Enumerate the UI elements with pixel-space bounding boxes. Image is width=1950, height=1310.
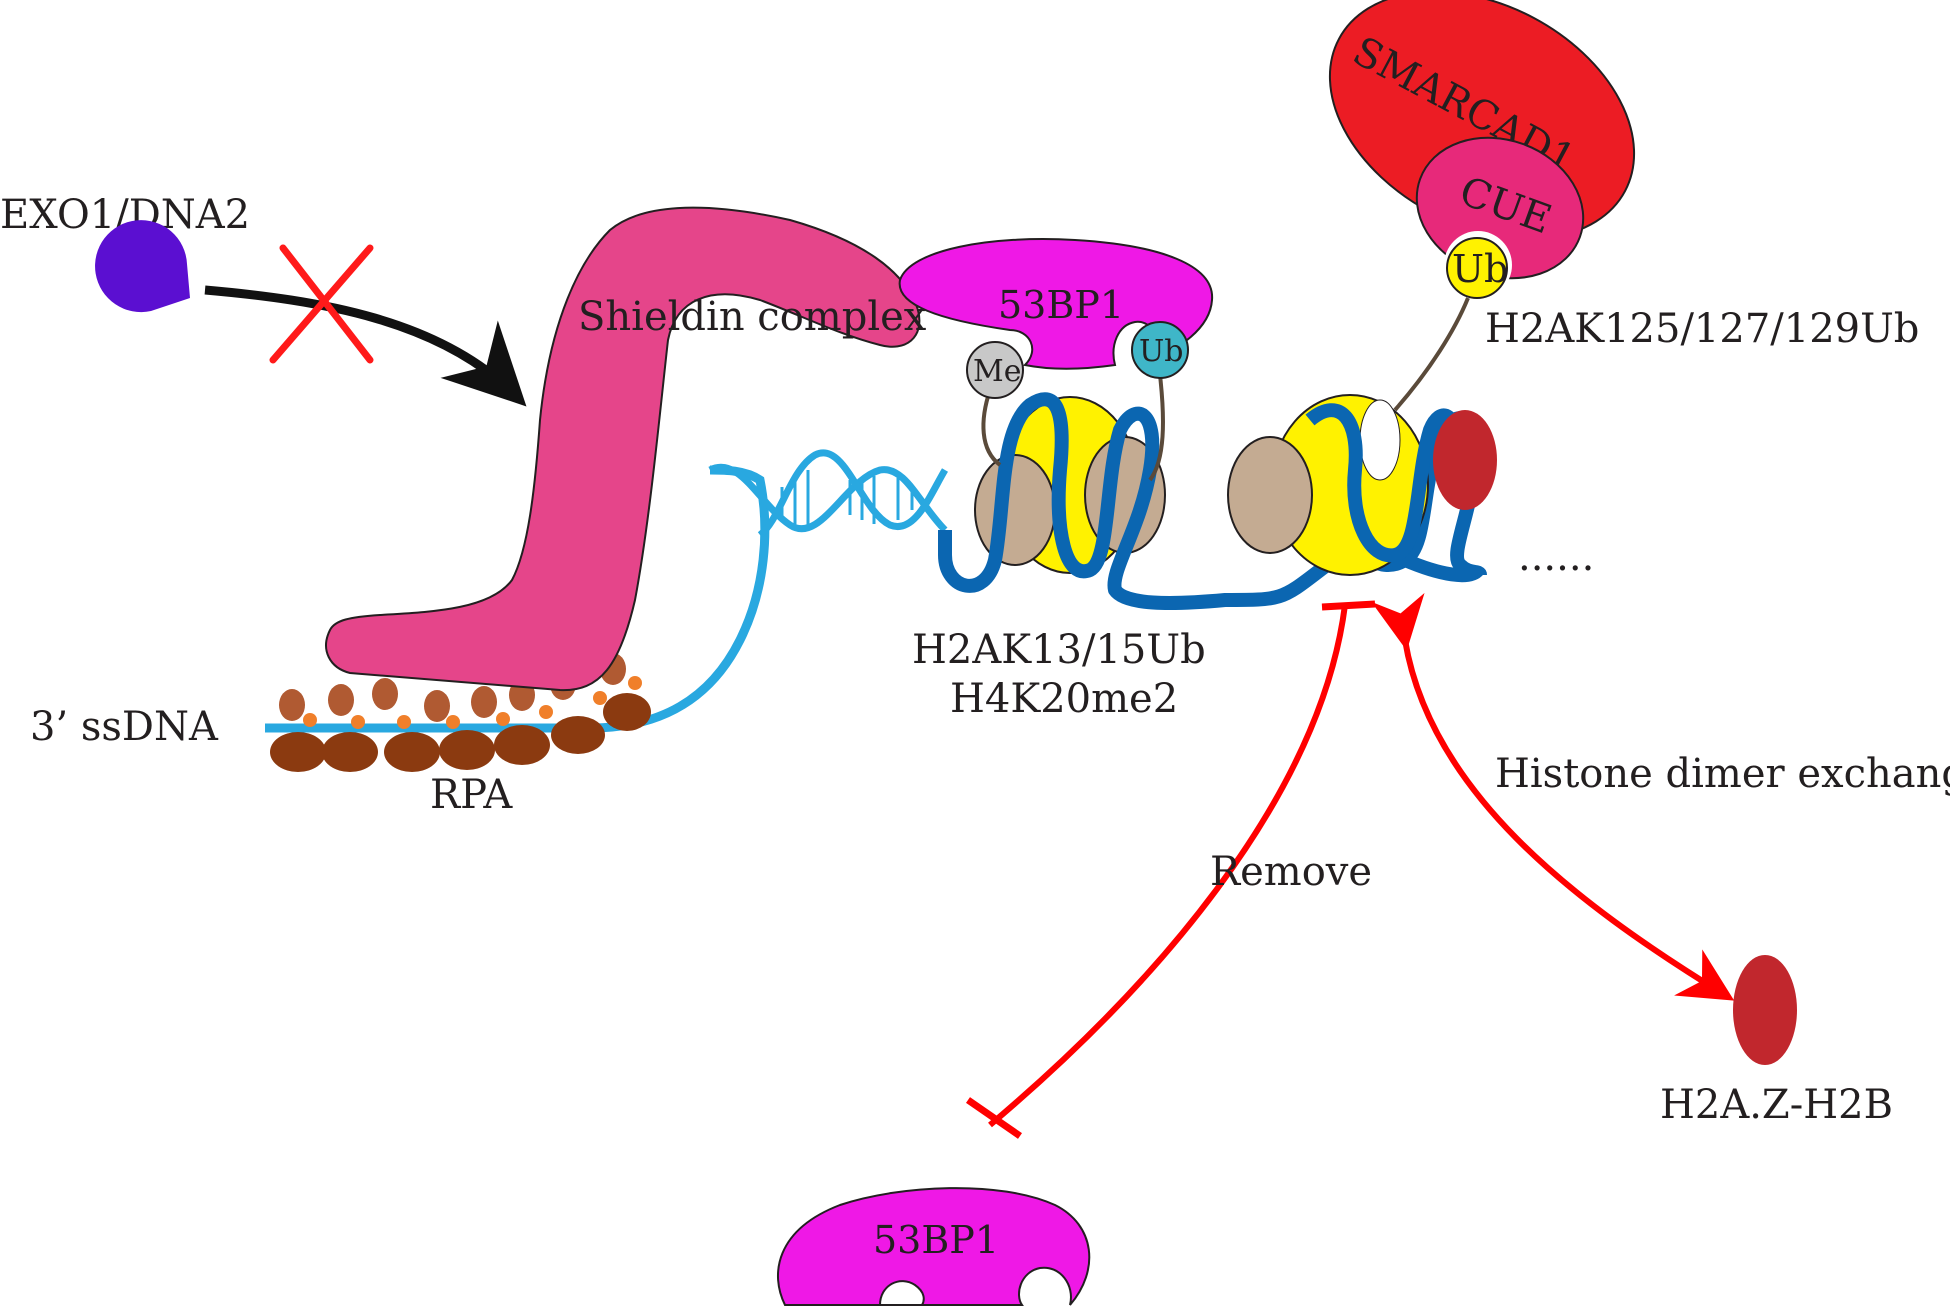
exo-arrow (204, 285, 527, 407)
shieldin-complex (325, 206, 921, 692)
h2az-h2b-dimer (1733, 955, 1797, 1065)
nucleosome-2 (1227, 394, 1484, 583)
dna-double-helix (708, 449, 949, 538)
pacman-icon (95, 220, 190, 313)
ub-cue-label: Ub (1452, 247, 1508, 291)
ub-53bp1-label: Ub (1139, 334, 1184, 369)
nucleosome-1 (938, 392, 1487, 610)
bp53-bound-protein (898, 238, 1214, 370)
h2ak13-label: H2AK13/15Ub (912, 627, 1206, 673)
cross-icon (269, 244, 374, 364)
ssdna-label: 3’ ssDNA (30, 704, 219, 750)
shieldin-label: Shieldin complex (578, 294, 927, 340)
remove-bar-bottom (966, 1097, 1022, 1139)
remove-label: Remove (1210, 849, 1372, 895)
remove-inhibit-line (988, 604, 1348, 1128)
ub-cue-marker (1446, 237, 1508, 299)
h2ak125-label: H2AK125/127/129Ub (1485, 306, 1919, 352)
ub-tail-2 (1393, 297, 1470, 412)
me-marker (966, 341, 1024, 399)
ellipsis-label: ...... (1518, 534, 1594, 580)
rpa-proteins (270, 653, 651, 772)
bp53-free-label: 53BP1 (873, 1218, 999, 1262)
modification-tails-1 (981, 374, 1165, 482)
histone-exchange-label: Histone dimer exchange (1495, 751, 1950, 797)
bp53-bound-label: 53BP1 (998, 283, 1124, 327)
rpa-label: RPA (430, 772, 513, 818)
remove-bar-top (1321, 600, 1376, 611)
h2az-h2b-label: H2A.Z-H2B (1660, 1082, 1893, 1128)
h4k20-label: H4K20me2 (950, 676, 1178, 722)
ssdna-strand (265, 465, 770, 733)
histone-exchange-arrow (1371, 592, 1735, 1001)
h2az-dimer-bound (1433, 410, 1497, 510)
ub-53bp1-marker (1131, 321, 1189, 379)
bp53-free-protein (777, 1187, 1091, 1306)
me-label: Me (973, 354, 1021, 389)
